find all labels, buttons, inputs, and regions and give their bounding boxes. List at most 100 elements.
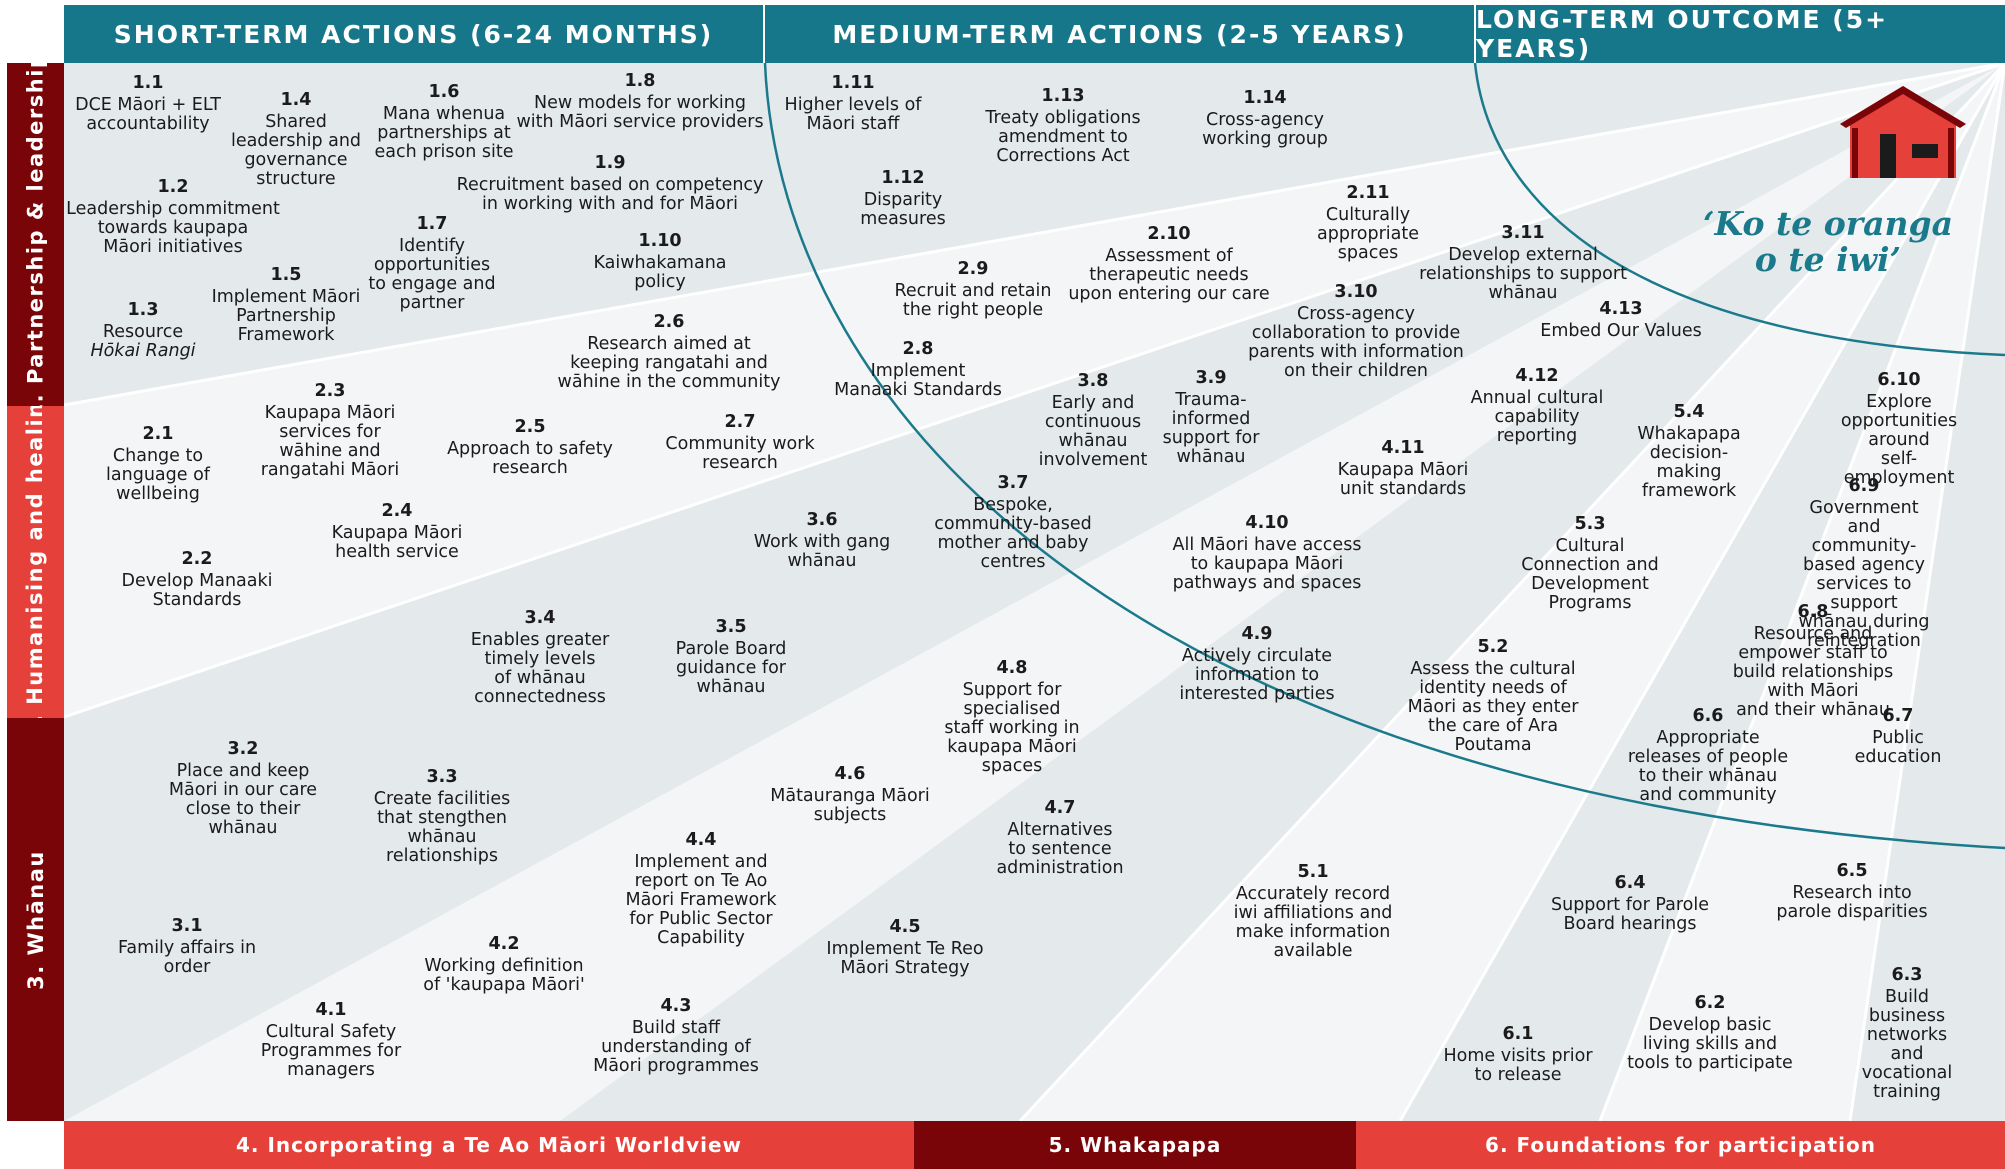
action-text: Assess the cultural identity needs of Mā… [1407,659,1579,755]
action-number: 2.10 [1147,224,1191,244]
action-number: 6.5 [1836,861,1868,881]
action-text: Implement Te Reo Māori Strategy [826,939,984,978]
medium-term-arc [763,62,2005,850]
action-number: 6.10 [1877,370,1921,390]
action-text: Appropriate releases of people to their … [1627,728,1789,805]
action-text: Resource and empower staff to build rela… [1732,624,1894,720]
action-text: Identify opportunities to engage and par… [368,236,496,313]
action-text: Trauma- informed support for whānau [1162,390,1260,467]
wedge-whanau [64,63,2005,1121]
bottom-label-worldview: 4. Incorporating a Te Ao Māori Worldview [64,1121,914,1169]
wharenui-house-icon [1840,86,1966,178]
action-number: 4.13 [1599,299,1643,319]
action-number: 6.4 [1614,873,1646,893]
action-text: Kaiwhakamana policy [593,253,727,292]
header-medium-term: MEDIUM-TERM ACTIONS (2-5 YEARS) [765,5,1474,63]
action-number: 4.12 [1515,366,1559,386]
action-number: 5.2 [1477,637,1509,657]
action-text: Work with gang whānau [753,532,891,571]
action-number: 3.2 [227,739,259,759]
action-number: 1.3 [127,300,159,320]
action-number: 1.9 [594,153,626,173]
action-number: 2.1 [142,424,174,444]
action-number: 4.7 [1044,798,1076,818]
side-label-partnership: 1. Partnership & leadership [7,63,64,406]
action-number: 4.9 [1241,624,1273,644]
wedge-worldview [560,63,2005,1121]
action-number: 1.14 [1243,88,1287,108]
action-number: 2.7 [724,412,756,432]
bottom-label-whakapapa: 5. Whakapapa [914,1121,1356,1169]
action-text: Recruit and retain the right people [894,281,1052,320]
action-text: Treaty obligations amendment to Correcti… [985,108,1141,166]
action-number: 4.2 [488,934,520,954]
action-text: Cross-agency working group [1202,110,1328,149]
action-text-italic: Hōkai Rangi [90,341,196,361]
action-text: Implement and report on Te Ao Māori Fram… [625,852,777,948]
action-text: Public education [1854,728,1942,767]
action-text: Develop external relationships to suppor… [1419,245,1627,303]
action-number: 6.6 [1692,706,1724,726]
action-text: Develop Manaaki Standards [121,571,273,610]
header-short-term: SHORT-TERM ACTIONS (6-24 MONTHS) [64,5,763,63]
action-number: 3.7 [997,473,1029,493]
action-text: Support for specialised staff working in… [944,680,1080,776]
action-text: Government and community- based agency s… [1798,498,1930,651]
action-number: 4.5 [889,917,921,937]
action-text: Mātauranga Māori subjects [770,786,930,825]
action-text: Develop basic living skills and tools to… [1627,1015,1793,1073]
action-number: 4.6 [834,764,866,784]
action-text: Early and continuous whānau involvement [1038,393,1148,470]
action-number: 4.11 [1381,438,1425,458]
action-text: Research into parole disparities [1776,883,1928,922]
action-number: 2.9 [957,259,989,279]
action-number: 2.6 [653,312,685,332]
action-number: 1.2 [157,177,189,197]
action-text: Implement Manaaki Standards [834,361,1002,400]
action-text: Disparity measures [860,190,946,229]
action-text: Home visits prior to release [1443,1046,1593,1085]
action-number: 3.1 [171,916,203,936]
action-number: 1.8 [624,71,656,91]
action-number: 2.8 [902,339,934,359]
action-number: 1.1 [132,73,164,93]
action-number: 4.3 [660,996,692,1016]
action-number: 3.3 [426,767,458,787]
outcome-motto: ‘Ko te oranga o te iwi’ [1703,204,1953,279]
action-number: 1.12 [881,168,925,188]
action-text: Research aimed at keeping rangatahi and … [557,334,781,392]
